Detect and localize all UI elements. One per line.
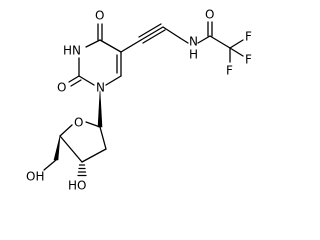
triple-bond-3: [142, 29, 166, 44]
bond-c2-o-2: [70, 79, 82, 87]
bond-n1-c2: [78, 75, 95, 86]
bond-ch2-nh: [179, 37, 189, 44]
atom-labels: O HN O N N H O F F F O OH HO: [26, 8, 252, 193]
label-f3: F: [226, 64, 233, 78]
label-o-ring: O: [74, 116, 83, 130]
bond-co-cf3: [209, 35, 231, 49]
bond-cf3-f2: [229, 47, 244, 57]
molecule-diagram: O HN O N N H O F F F O OH HO: [26, 8, 252, 193]
propargyl-chain: [120, 21, 244, 63]
bond-cf3-f1: [229, 39, 244, 49]
bond-n3-c4: [85, 39, 101, 48]
label-ho-3prime: HO: [68, 179, 86, 193]
label-hn-n3: HN: [63, 44, 81, 58]
pyrimidine-ring: [68, 23, 122, 87]
triple-bond-1: [140, 26, 164, 41]
hash-c3p-oh: [77, 164, 87, 177]
bond-c2p-c3p: [81, 148, 107, 163]
label-n1: N: [96, 81, 105, 95]
bond-o4p-c4p: [59, 124, 73, 137]
bond-c5-ca: [120, 39, 142, 53]
label-oh-5prime: OH: [26, 170, 44, 184]
label-h-amide: H: [189, 48, 198, 62]
bond-c6-n1: [105, 75, 122, 86]
label-o-amide: O: [205, 8, 214, 22]
label-o-c4: O: [95, 9, 104, 23]
label-n-amide: N: [189, 35, 198, 49]
deoxyribose-ring: [43, 90, 107, 177]
wedge-c4p-c5p: [53, 135, 61, 161]
bond-c2-o: [68, 75, 80, 83]
triple-bond-2: [138, 23, 162, 38]
bond-c5p-o5p: [43, 159, 57, 171]
bond-c1p-c2p: [99, 126, 107, 150]
bond-c3p-c4p: [59, 135, 83, 163]
wedge-n1-c1prime: [97, 90, 103, 128]
bond-nh-co: [197, 35, 211, 44]
bond-cb-ch2: [162, 26, 181, 39]
label-f2: F: [245, 53, 252, 67]
bond-c1p-o4p: [85, 121, 101, 128]
label-f1: F: [245, 30, 252, 44]
bond-c4-c5: [99, 39, 122, 53]
label-o-c2: O: [57, 81, 66, 95]
